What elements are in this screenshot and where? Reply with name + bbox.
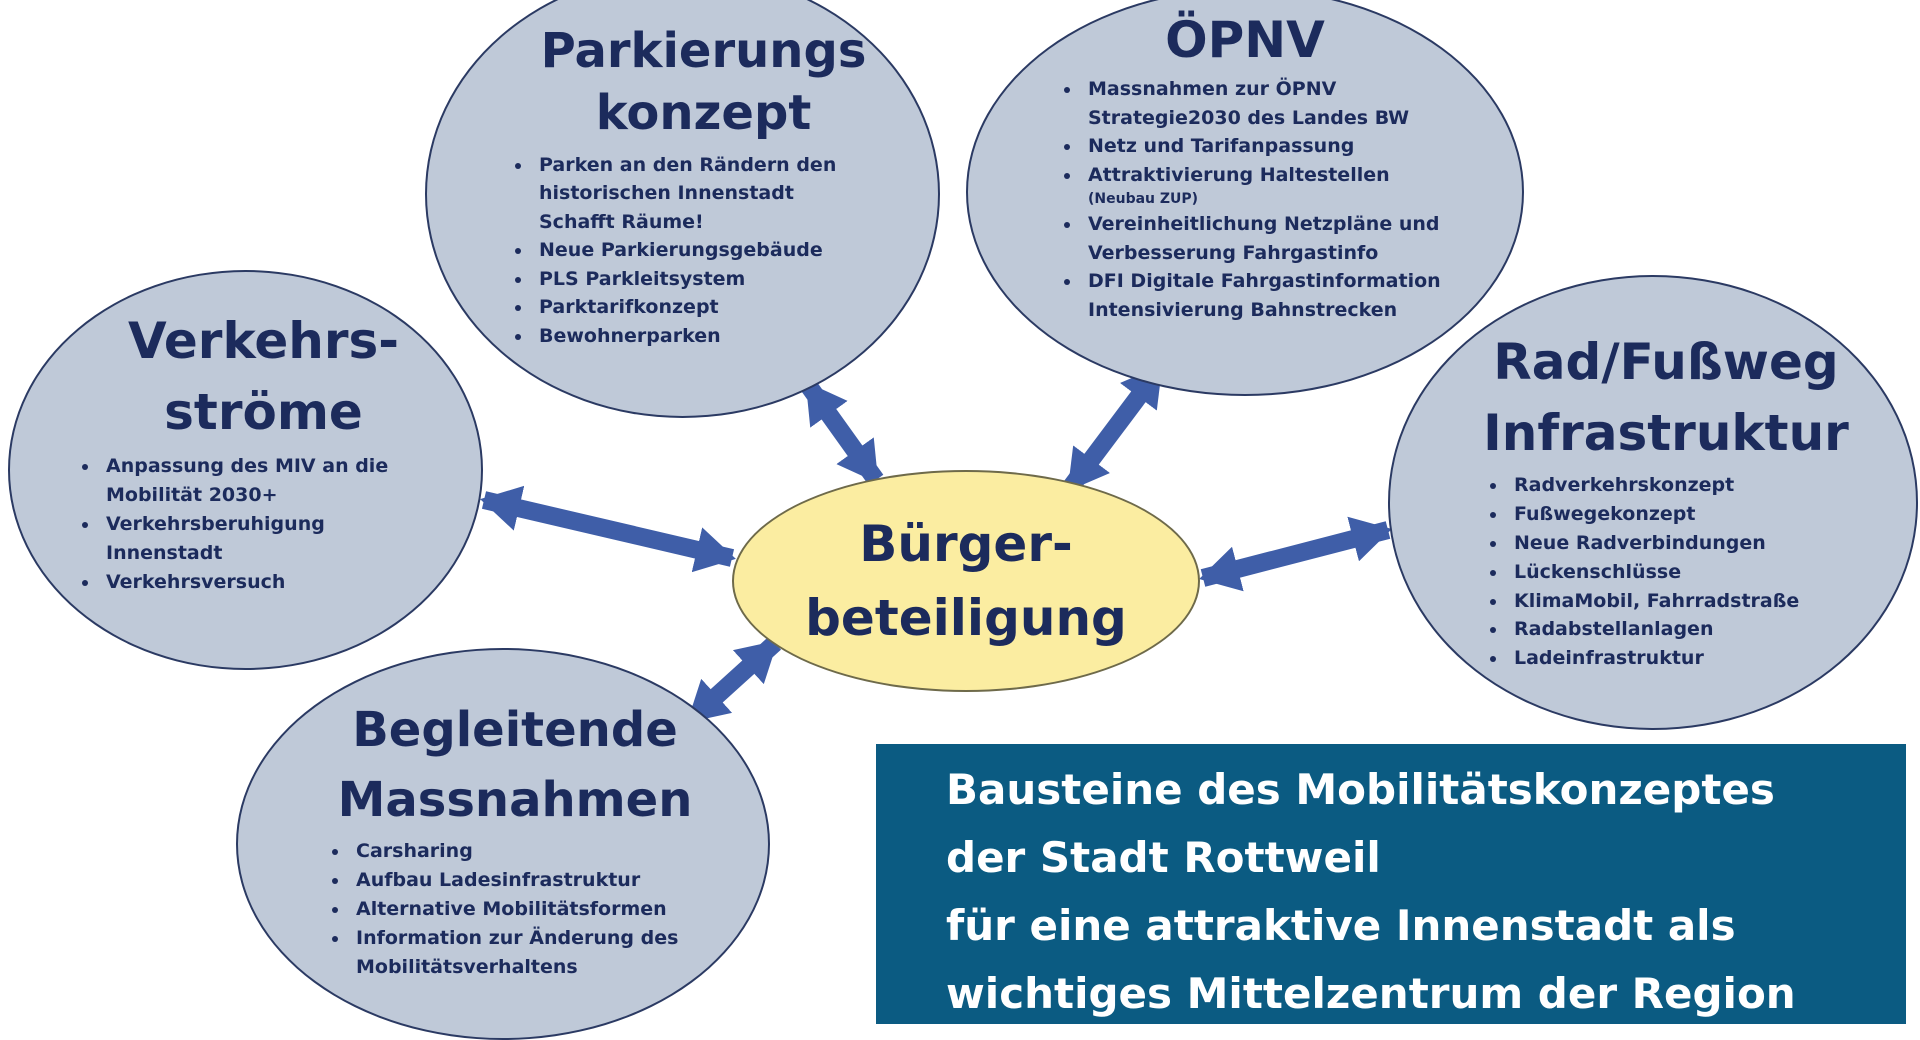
list-item: Alternative Mobilitätsformen <box>350 895 678 924</box>
list-item: Attraktivierung Haltestellen <box>1082 161 1441 190</box>
node-rad-fussweg: Rad/Fußweg Infrastruktur Radverkehrskonz… <box>1388 275 1918 730</box>
list-item: Massnahmen zur ÖPNV <box>1082 75 1441 104</box>
info-line: der Stadt Rottweil <box>946 833 1381 882</box>
list-item: Carsharing <box>350 837 678 866</box>
list-item: Anpassung des MIV an die <box>100 452 388 481</box>
node-buergerbeteiligung: Bürger- beteiligung <box>732 470 1200 692</box>
node-parkierungskonzept: Parkierungs konzept Parken an den Ränder… <box>425 0 940 418</box>
arrow-parkierung <box>800 379 884 486</box>
list-item: Schafft Räume! <box>539 210 704 233</box>
node-title: Begleitende Massnahmen <box>337 702 693 828</box>
info-line: Bausteine des Mobilitätskonzeptes <box>946 765 1775 814</box>
list-item: DFI Digitale Fahrgastinformation <box>1082 267 1441 296</box>
list-item: Mobilität 2030+ <box>106 483 278 506</box>
node-items: Radverkehrskonzept Fußwegekonzept Neue R… <box>1480 471 1799 673</box>
list-item: Verbesserung Fahrgastinfo <box>1088 241 1379 264</box>
list-item: Information zur Änderung des <box>350 924 678 953</box>
list-item: Parktarifkonzept <box>533 293 836 322</box>
node-verkehrsstroeme: Verkehrs- ströme Anpassung des MIV an di… <box>8 270 483 670</box>
node-title: Verkehrs- ströme <box>127 312 400 441</box>
arrow-rad <box>1199 516 1392 592</box>
list-item: Ladeinfrastruktur <box>1508 644 1799 673</box>
info-line: für eine attraktive Innenstadt als <box>946 901 1736 950</box>
node-items: Parken an den Rändern den historischen I… <box>509 151 836 351</box>
list-item: Vereinheitlichung Netzpläne und <box>1082 210 1441 239</box>
list-item: Verkehrsversuch <box>100 568 388 597</box>
list-item: Radabstellanlagen <box>1508 615 1799 644</box>
list-item: PLS Parkleitsystem <box>533 265 836 294</box>
list-item: Radverkehrskonzept <box>1508 471 1799 500</box>
arrow-oepnv <box>1062 362 1168 494</box>
list-item: KlimaMobil, Fahrradstraße <box>1508 587 1799 616</box>
node-title: Rad/Fußweg Infrastruktur <box>1483 333 1849 462</box>
list-item: Neue Radverbindungen <box>1508 529 1799 558</box>
center-title: Bürger- beteiligung <box>805 515 1127 647</box>
list-item: Intensivierung Bahnstrecken <box>1088 298 1398 321</box>
list-item: Mobilitätsverhaltens <box>356 955 578 978</box>
list-item: Strategie2030 des Landes BW <box>1088 106 1410 129</box>
list-item: Verkehrsberuhigung <box>100 510 388 539</box>
list-item: Lückenschlüsse <box>1508 558 1799 587</box>
node-items: Massnahmen zur ÖPNV Strategie2030 des La… <box>1058 75 1441 324</box>
node-items: Anpassung des MIV an die Mobilität 2030+… <box>70 452 388 596</box>
arrow-begleitend <box>683 636 782 727</box>
list-item: Parken an den Rändern den <box>533 151 836 180</box>
info-line: wichtiges Mittelzentrum der Region <box>946 969 1796 1018</box>
arrow-verkehr <box>480 485 736 573</box>
list-item: Netz und Tarifanpassung <box>1082 132 1441 161</box>
node-items: Carsharing Aufbau Ladesinfrastruktur Alt… <box>322 837 678 981</box>
node-title: Parkierungs konzept <box>540 23 867 142</box>
list-item: Innenstadt <box>106 541 223 564</box>
list-item: Bewohnerparken <box>533 322 836 351</box>
list-item: Fußwegekonzept <box>1508 500 1799 529</box>
list-item: historischen Innenstadt <box>539 182 794 205</box>
node-title: ÖPNV <box>1165 11 1325 69</box>
list-item: (Neubau ZUP) <box>1088 191 1199 207</box>
node-begleitende-massnahmen: Begleitende Massnahmen Carsharing Aufbau… <box>236 648 770 1040</box>
info-box: Bausteine des Mobilitätskonzeptes der St… <box>876 744 1906 1024</box>
list-item: Aufbau Ladesinfrastruktur <box>350 866 678 895</box>
list-item: Neue Parkierungsgebäude <box>533 236 836 265</box>
node-oepnv: ÖPNV Massnahmen zur ÖPNV Strategie2030 d… <box>966 0 1524 396</box>
